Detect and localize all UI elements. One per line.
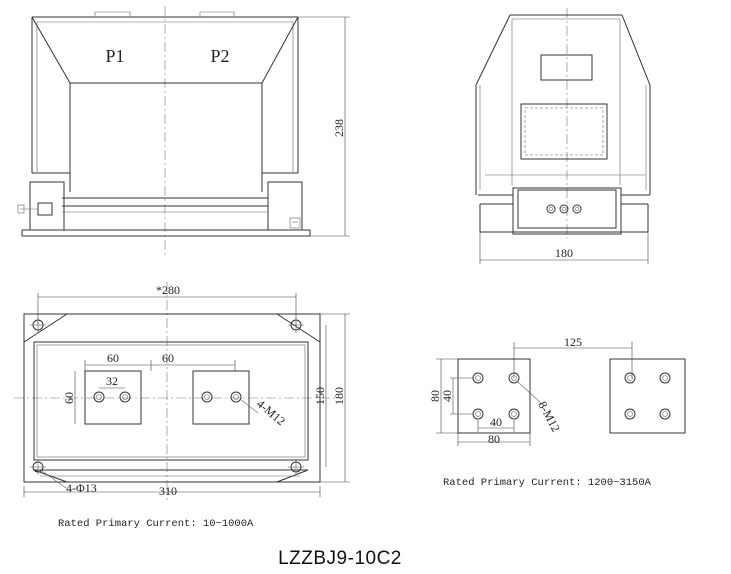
model-name: LZZBJ9-10C2 (278, 548, 402, 569)
base-bottom-width-dim: 310 (159, 484, 177, 498)
base-bolt-callout: 4-M12 (254, 397, 288, 429)
side-width-dim: 180 (555, 246, 573, 260)
front-height-dim: 238 (332, 119, 346, 137)
terminal-height-dim: 60 (62, 392, 76, 404)
plate-outer-width-dim: 80 (488, 432, 500, 446)
hole-pitch-dim: 32 (106, 374, 118, 388)
hole-spacing-1: 60 (107, 351, 119, 365)
plate-center-dim: 125 (564, 335, 582, 349)
terminal-plate-detail: 125 80 40 40 8 (428, 335, 686, 489)
base-plan: *280 60 (14, 282, 350, 530)
label-p1: P1 (105, 46, 124, 66)
base-height-inner-dim: 150 (313, 387, 327, 405)
front-view: 238 P1 P2 (17, 6, 350, 256)
plate-bolt-callout: 8-M12 (535, 399, 563, 434)
base-height-outer-dim: 180 (332, 387, 346, 405)
mount-hole-callout: 4-Φ13 (66, 481, 97, 495)
hole-spacing-2: 60 (162, 351, 174, 365)
plate-inner-height-dim: 40 (440, 390, 454, 402)
base-top-width-dim: *280 (156, 283, 180, 297)
rated-current-note-2: Rated Primary Current: 1200~3150A (443, 477, 652, 489)
side-view: 180 (475, 8, 651, 264)
label-p2: P2 (210, 46, 229, 66)
plate-inner-width-dim: 40 (490, 415, 502, 429)
plate-outer-height-dim: 80 (428, 390, 442, 402)
rated-current-note-1: Rated Primary Current: 10~1000A (58, 518, 254, 530)
